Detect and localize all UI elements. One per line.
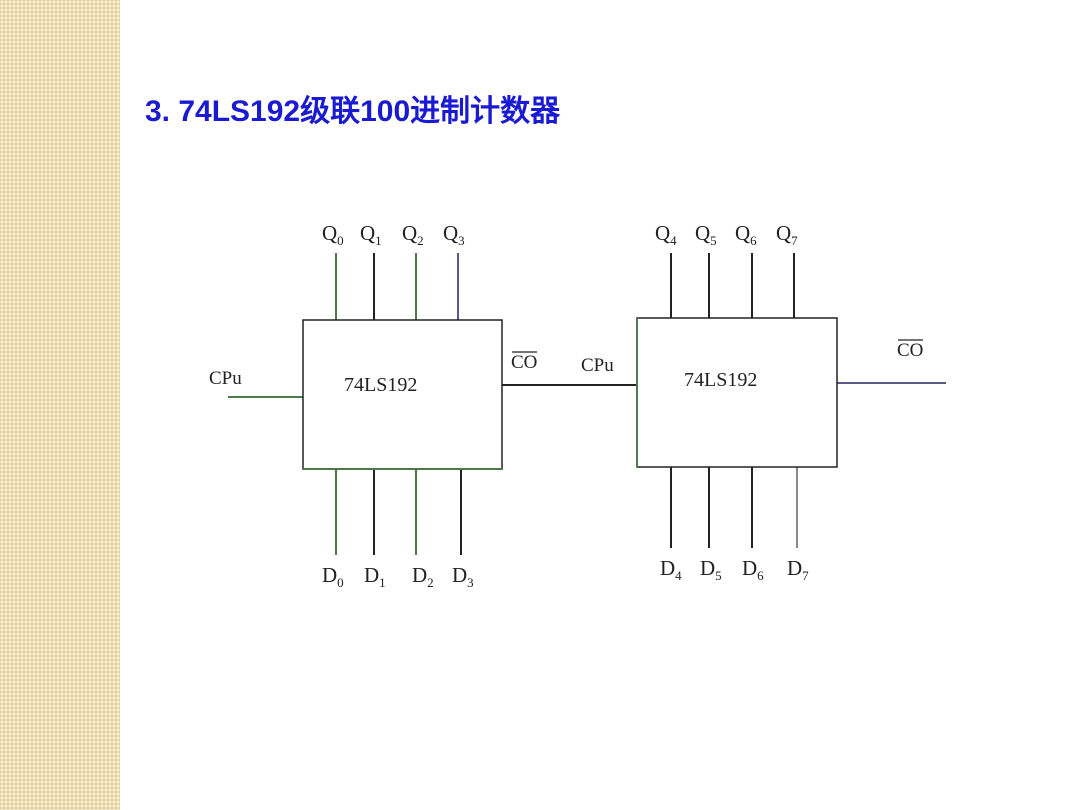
chip2-q7-label: Q7 — [776, 221, 798, 248]
chip1-q3-label: Q3 — [443, 221, 465, 248]
chip1-box — [302, 319, 503, 470]
chip1-q2-label: Q2 — [402, 221, 424, 248]
slide-title: 3. 74LS192级联100进制计数器 — [145, 95, 561, 128]
chip1-d3-label: D3 — [452, 563, 474, 590]
chip1-q0-label: Q0 — [322, 221, 344, 248]
chip2-q5-label: Q5 — [695, 221, 717, 248]
chip1-d1-label: D1 — [364, 563, 386, 590]
chip2-name: 74LS192 — [684, 369, 757, 391]
chip1-q1-label: Q1 — [360, 221, 382, 248]
chip1-d0-label: D0 — [322, 563, 344, 590]
chip2-q4-label: Q4 — [655, 221, 677, 248]
chip1-d2-label: D2 — [412, 563, 434, 590]
chip1-cpu-label: CPu — [209, 368, 242, 389]
chip2-co-label: CO — [897, 340, 923, 361]
chip2-cpu-label: CPu — [581, 355, 614, 376]
decorative-side-band — [0, 0, 120, 810]
chip1-name: 74LS192 — [344, 374, 417, 396]
chip2-q6-label: Q6 — [735, 221, 757, 248]
chip2-d6-label: D6 — [742, 556, 764, 583]
chip-2: 74LS192 CPu CO Q4 Q5 Q6 Q7 D4 D5 D6 D7 — [581, 221, 946, 583]
chip-1: 74LS192 CPu CO Q0 Q1 Q2 Q3 D0 D1 D2 D3 — [209, 221, 537, 590]
chip2-d7-label: D7 — [787, 556, 809, 583]
chip2-box — [636, 317, 838, 468]
chip1-co-label: CO — [511, 352, 537, 373]
chip2-d4-label: D4 — [660, 556, 682, 583]
chip2-d5-label: D5 — [700, 556, 722, 583]
